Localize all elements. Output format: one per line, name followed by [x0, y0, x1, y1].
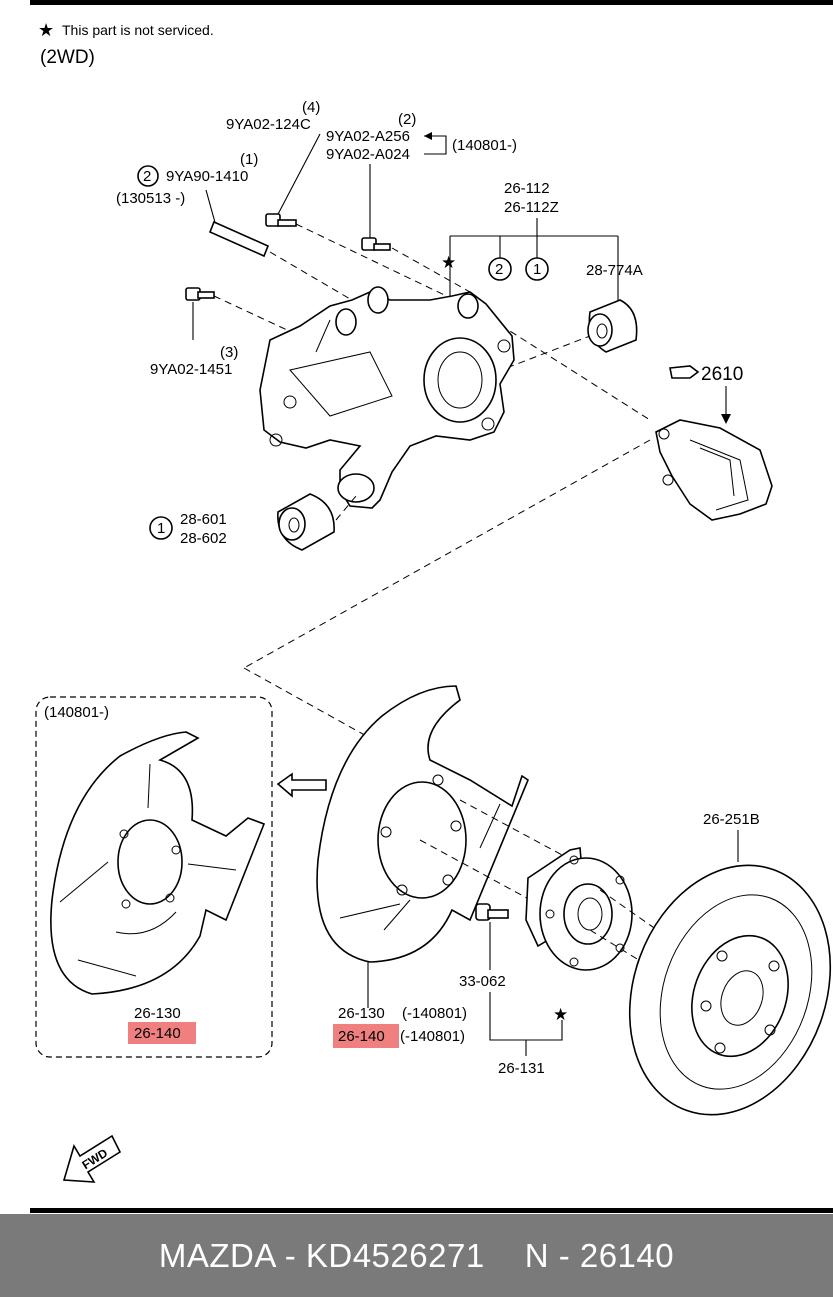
svg-text:26-140: 26-140: [134, 1025, 181, 1042]
star-note: This part is not serviced.: [62, 22, 214, 38]
bolt-a256-group[interactable]: (2) 9YA02-A256 9YA02-A024 (140801-): [326, 111, 517, 251]
svg-text:2: 2: [143, 168, 151, 185]
svg-text:2610: 2610: [701, 364, 743, 385]
svg-text:9YA02-124C: 9YA02-124C: [226, 116, 311, 133]
footer-bar: MAZDA - KD4526271 N - 26140: [0, 1214, 833, 1297]
bolt-124c-icon: [265, 213, 297, 227]
svg-text:9YA02-A024: 9YA02-A024: [326, 146, 410, 163]
svg-text:28-602: 28-602: [180, 530, 227, 547]
bottom-border: [30, 1208, 833, 1213]
svg-text:(130513 -): (130513 -): [116, 190, 185, 207]
inset-box: (140801-) 26-130 26-140: [35, 696, 273, 1058]
svg-text:9YA02-A256: 9YA02-A256: [326, 128, 410, 145]
long-bolt-icon: [208, 220, 270, 258]
svg-text:(3): (3): [220, 344, 238, 361]
brake-disc[interactable]: 26-251B: [596, 811, 833, 1143]
svg-text:28-774A: 28-774A: [586, 262, 643, 279]
svg-text:(1): (1): [240, 151, 258, 168]
svg-text:33-062: 33-062: [459, 973, 506, 990]
bolt-1410-group[interactable]: (1) 2 9YA90-1410 (130513 -): [116, 151, 270, 258]
svg-text:26-112: 26-112: [504, 180, 550, 197]
svg-text:28-601: 28-601: [180, 511, 227, 528]
knuckle-body[interactable]: [259, 286, 515, 509]
variant-label: (2WD): [40, 47, 95, 68]
svg-text:9YA90-1410: 9YA90-1410: [166, 168, 248, 185]
svg-text:26-130: 26-130: [134, 1005, 181, 1022]
svg-text:26-130: 26-130: [338, 1005, 385, 1022]
svg-text:(2): (2): [398, 111, 416, 128]
svg-text:1: 1: [157, 520, 165, 537]
bolt-1451-group[interactable]: (3) 9YA02-1451: [150, 287, 238, 378]
svg-text:26-131: 26-131: [498, 1060, 545, 1077]
caliper-group[interactable]: 2610: [655, 364, 773, 521]
bolt-124c-group[interactable]: (4) 9YA02-124C: [226, 99, 321, 227]
svg-text:26-140: 26-140: [338, 1028, 385, 1045]
svg-text:26-251B: 26-251B: [703, 811, 760, 828]
top-border: [30, 0, 833, 5]
svg-text:9YA02-1451: 9YA02-1451: [150, 361, 232, 378]
dust-shield[interactable]: [316, 685, 529, 963]
svg-text:2: 2: [495, 261, 503, 278]
svg-text:26-112Z: 26-112Z: [504, 199, 559, 216]
footer-brand: MAZDA - KD4526271: [158, 1236, 485, 1274]
bolt-1451-icon: [185, 287, 215, 301]
hub-assembly[interactable]: [525, 847, 633, 971]
svg-text:★: ★: [553, 1005, 568, 1024]
lower-bushing-group[interactable]: 1 28-601 28-602: [149, 493, 357, 551]
footer-part: N - 26140: [524, 1236, 675, 1274]
wheel-stud-icon[interactable]: [475, 903, 509, 921]
svg-text:(140801-): (140801-): [452, 137, 517, 154]
knuckle-callout[interactable]: 26-112 26-112Z ★ 2 1 28-774A: [441, 180, 643, 302]
svg-text:★: ★: [441, 253, 456, 272]
upper-bushing-icon[interactable]: [587, 299, 638, 353]
svg-text:(-140801): (-140801): [402, 1005, 467, 1022]
bolt-a256-icon: [361, 237, 391, 251]
fwd-arrow-icon: FWD: [62, 1134, 122, 1183]
inset-arrow-icon: [276, 772, 327, 798]
hand-pointer-icon: [669, 365, 700, 379]
svg-text:(4): (4): [302, 99, 320, 116]
svg-text:(140801-): (140801-): [44, 704, 109, 721]
svg-text:(-140801): (-140801): [400, 1028, 465, 1045]
star-symbol: ★: [38, 20, 54, 40]
svg-text:1: 1: [533, 261, 541, 278]
